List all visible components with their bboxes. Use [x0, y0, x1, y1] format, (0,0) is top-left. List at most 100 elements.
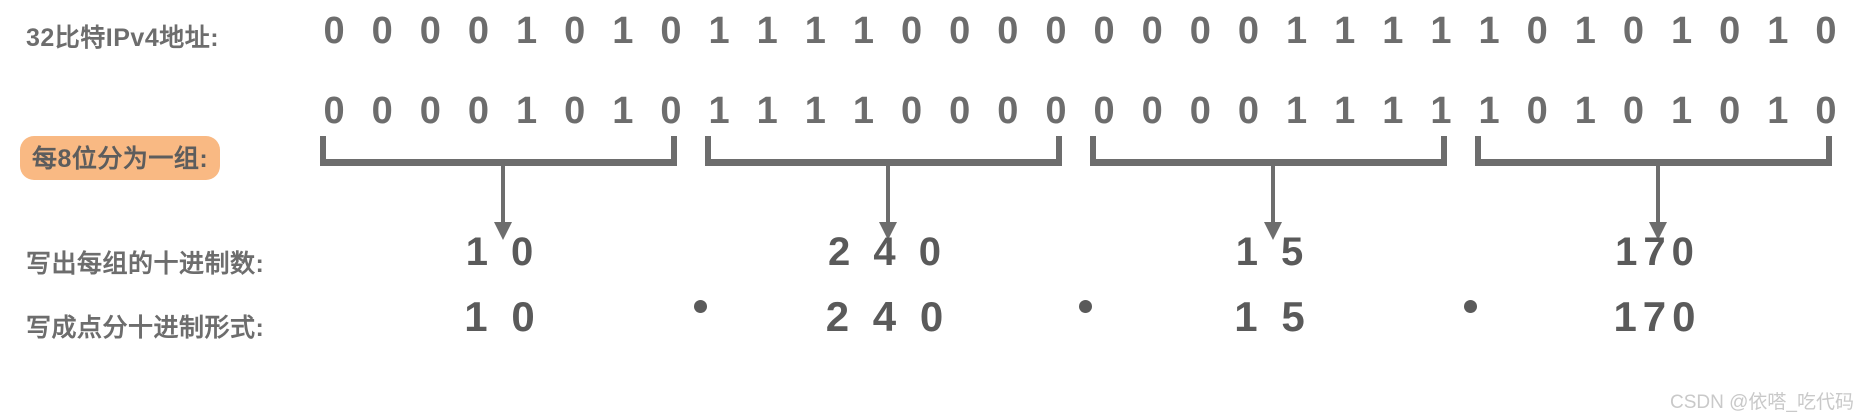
octet-2-bit-3: 1 — [852, 90, 874, 132]
bit-20: 1 — [1285, 10, 1308, 52]
octet-2-bit-0: 1 — [708, 90, 730, 132]
down-arrow-head-icon-4 — [1648, 222, 1667, 240]
bit-18: 0 — [1189, 10, 1211, 52]
bit-3: 0 — [467, 10, 489, 52]
dotted-part-text-4: 170 — [1613, 293, 1702, 340]
bit-28: 1 — [1670, 10, 1693, 52]
down-arrow-icon-4 — [1655, 166, 1660, 228]
octet-4-bit-6: 1 — [1767, 90, 1789, 132]
octet-1-bit-4: 1 — [515, 90, 538, 132]
octet-4-bit-3: 0 — [1622, 90, 1644, 132]
octet-2-bit-6: 0 — [997, 90, 1019, 132]
octet-2-bit-2: 1 — [804, 90, 826, 132]
watermark: CSDN @依嗒_吃代码 — [1670, 392, 1854, 413]
label-dotted-decimal: 写成点分十进制形式: — [26, 314, 265, 342]
down-arrow-icon-3 — [1270, 166, 1275, 228]
down-arrow-head-icon-3 — [1263, 222, 1282, 240]
bit-7: 0 — [660, 10, 682, 52]
dotted-part-text-2: 2 4 0 — [825, 293, 950, 340]
octet-3-bit-4: 1 — [1285, 90, 1308, 132]
bit-1: 0 — [371, 10, 393, 52]
bit-2: 0 — [419, 10, 441, 52]
group-marker-1 — [310, 136, 695, 246]
octet-2-bit-5: 0 — [949, 90, 971, 132]
group-bracket-4 — [1475, 136, 1832, 166]
bit-27: 0 — [1622, 10, 1644, 52]
group-marker-4 — [1465, 136, 1850, 246]
dotted-part-text-3: 1 5 — [1234, 293, 1311, 340]
bit-9: 1 — [756, 10, 778, 52]
octet-3-bit-5: 1 — [1334, 90, 1356, 132]
decimal-values-row: 1 0 2 4 0 1 5 170 — [310, 232, 1850, 272]
group-bracket-1 — [320, 136, 677, 166]
bit-22: 1 — [1382, 10, 1404, 52]
bit-25: 0 — [1526, 10, 1548, 52]
bit-16: 0 — [1093, 10, 1115, 52]
octet-2-bit-1: 1 — [756, 90, 778, 132]
octet-3-bit-0: 0 — [1093, 90, 1115, 132]
octet-4-bit-5: 0 — [1719, 90, 1741, 132]
decimal-value-2: 2 4 0 — [828, 230, 947, 274]
dotted-part-1: 1 0 — [310, 293, 707, 340]
bit-0: 0 — [323, 10, 345, 52]
octet-1-bit-3: 0 — [467, 90, 489, 132]
octet-4-bit-0: 1 — [1478, 90, 1500, 132]
octet-4-bit-2: 1 — [1574, 90, 1596, 132]
dotted-part-text-1: 1 0 — [464, 293, 541, 340]
octet-4-bit-1: 0 — [1526, 90, 1548, 132]
bit-14: 0 — [997, 10, 1019, 52]
dot-separator-1 — [694, 300, 707, 313]
group-bracket-band — [310, 136, 1850, 246]
octet-4-bit-4: 1 — [1670, 90, 1693, 132]
octet-4-bit-7: 0 — [1815, 90, 1837, 132]
octet-1-bit-6: 1 — [612, 90, 634, 132]
octet-3-bit-6: 1 — [1382, 90, 1404, 132]
dotted-part-4: 170 — [1465, 296, 1850, 338]
group-bracket-2 — [705, 136, 1062, 166]
decimal-value-3: 1 5 — [1235, 230, 1310, 274]
octet-1-bit-2: 0 — [419, 90, 441, 132]
bit-13: 0 — [949, 10, 971, 52]
octet-3-bit-1: 0 — [1141, 90, 1163, 132]
bit-30: 1 — [1767, 10, 1789, 52]
octet-2-bit-7: 0 — [1045, 90, 1067, 132]
bit-12: 0 — [900, 10, 923, 52]
dotted-part-3: 1 5 — [1080, 293, 1477, 340]
decimal-value-1: 1 0 — [465, 230, 540, 274]
bit-23: 1 — [1430, 10, 1452, 52]
octet-1-bit-1: 0 — [371, 90, 393, 132]
dot-separator-3 — [1464, 300, 1477, 313]
label-decimal-per-group: 写出每组的十进制数: — [26, 250, 265, 278]
bit-5: 0 — [564, 10, 586, 52]
down-arrow-head-icon-1 — [493, 222, 512, 240]
dotted-part-2: 2 4 0 — [695, 293, 1092, 340]
decimal-value-4: 170 — [1615, 230, 1700, 274]
octet-1-bit-5: 0 — [564, 90, 586, 132]
bit-24: 1 — [1478, 10, 1500, 52]
label-group-by-8: 每8位分为一组: — [20, 136, 221, 180]
bit-17: 0 — [1141, 10, 1163, 52]
octet-3-bit-2: 0 — [1189, 90, 1211, 132]
down-arrow-head-icon-2 — [878, 222, 897, 240]
bit-4: 1 — [515, 10, 538, 52]
bit-11: 1 — [852, 10, 874, 52]
bit-8: 1 — [708, 10, 730, 52]
group-marker-2 — [695, 136, 1080, 246]
bit-29: 0 — [1719, 10, 1741, 52]
group-marker-3 — [1080, 136, 1465, 246]
dotted-decimal-row: 1 0 2 4 0 1 5 170 — [310, 296, 1850, 338]
group-bracket-3 — [1090, 136, 1447, 166]
bit-26: 1 — [1574, 10, 1596, 52]
label-ipv4-address: 32比特IPv4地址: — [26, 24, 220, 52]
bit-10: 1 — [804, 10, 826, 52]
octet-1-bit-7: 0 — [660, 90, 682, 132]
bit-19: 0 — [1237, 10, 1259, 52]
dot-separator-2 — [1079, 300, 1092, 313]
